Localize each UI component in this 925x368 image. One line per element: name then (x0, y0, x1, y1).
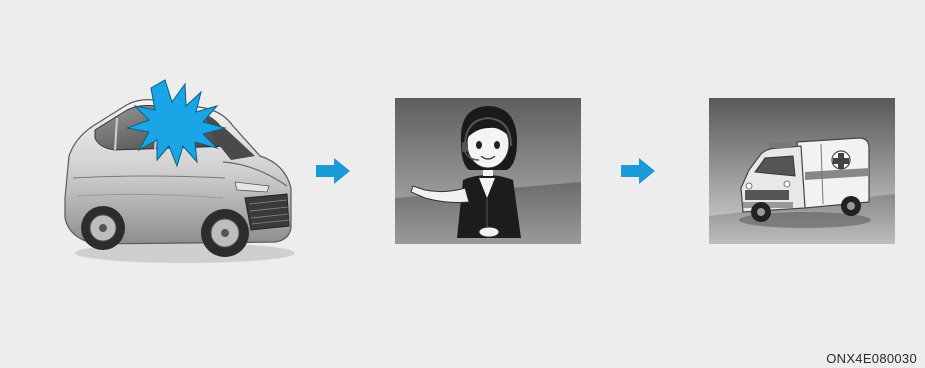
ambulance-icon (709, 98, 895, 244)
figure-code: ONX4E080030 (826, 351, 917, 366)
right-arrow-icon (621, 158, 655, 184)
call-center-operator-illustration (395, 98, 581, 244)
car-collision-illustration (55, 78, 300, 268)
ambulance-illustration (709, 98, 895, 244)
call-center-operator-icon (395, 98, 581, 244)
right-arrow-icon (316, 158, 350, 184)
suv-collision-icon (55, 78, 300, 268)
